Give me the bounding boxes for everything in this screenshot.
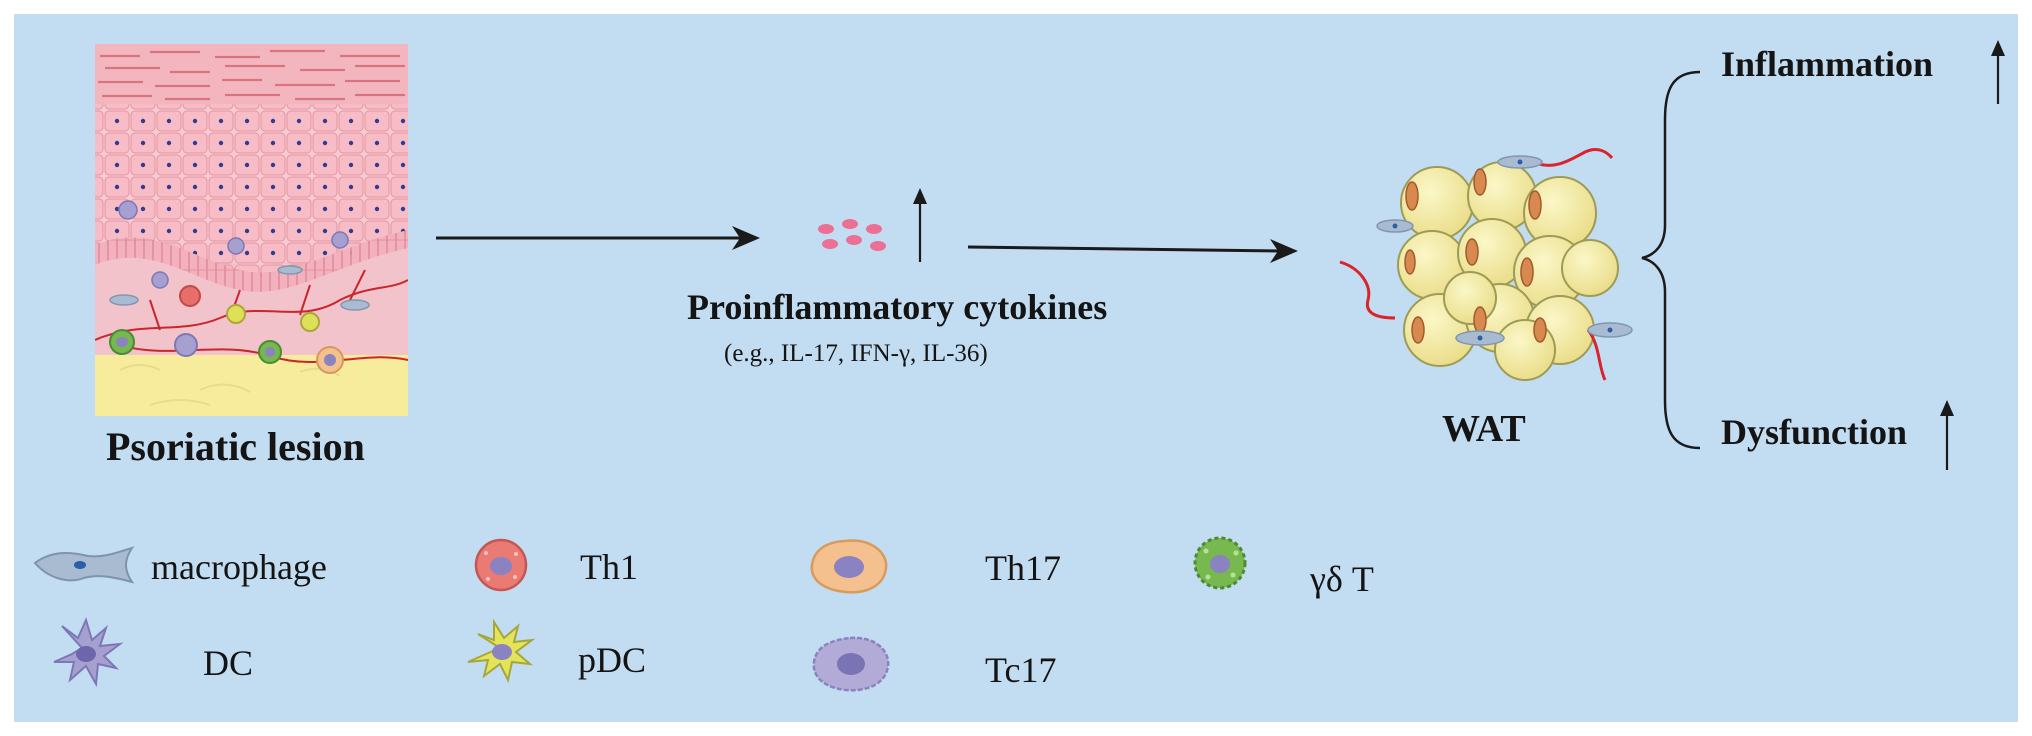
th1-cell-icon bbox=[474, 538, 528, 592]
cytokine-molecules-icon bbox=[818, 219, 886, 251]
dendritic-cell-icon bbox=[53, 617, 124, 688]
pdc-icon bbox=[467, 618, 536, 683]
tc17-cell-icon bbox=[812, 636, 890, 692]
legend-label-tc17: Tc17 bbox=[985, 650, 1057, 690]
dysfunction-label: Dysfunction bbox=[1721, 412, 1908, 452]
legend-label-macrophage: macrophage bbox=[151, 547, 327, 587]
cytokine-increase-arrow-icon bbox=[913, 188, 927, 262]
dysfunction-increase-arrow-icon bbox=[1940, 400, 1954, 470]
wat-label: WAT bbox=[1442, 408, 1526, 450]
arrow-cytokines-to-wat bbox=[967, 239, 1298, 263]
cytokine-examples-label: (e.g., IL-17, IFN-γ, IL-36) bbox=[724, 340, 988, 367]
gamma-delta-t-cell-icon bbox=[1193, 536, 1247, 590]
skin-immune-cells bbox=[109, 200, 370, 374]
th17-cell-icon bbox=[810, 539, 888, 594]
inflammation-label: Inflammation bbox=[1721, 44, 1934, 84]
legend-label-gamma-delta-t: γδ T bbox=[1310, 559, 1374, 599]
legend-label-dc: DC bbox=[203, 643, 254, 683]
psoriatic-lesion-illustration bbox=[95, 44, 408, 416]
macrophage-icon bbox=[33, 546, 135, 584]
outcomes-brace bbox=[1641, 70, 1701, 450]
proinflammatory-cytokines-label: Proinflammatory cytokines bbox=[687, 287, 1108, 327]
inflammation-increase-arrow-icon bbox=[1991, 40, 2005, 104]
legend-label-pdc: pDC bbox=[578, 640, 647, 680]
legend-label-th1: Th1 bbox=[580, 547, 638, 587]
arrow-skin-to-cytokines bbox=[436, 226, 760, 250]
psoriatic-lesion-label: Psoriatic lesion bbox=[106, 424, 365, 469]
legend-label-th17: Th17 bbox=[985, 548, 1061, 588]
wat-adipose-tissue-illustration bbox=[1339, 148, 1633, 381]
